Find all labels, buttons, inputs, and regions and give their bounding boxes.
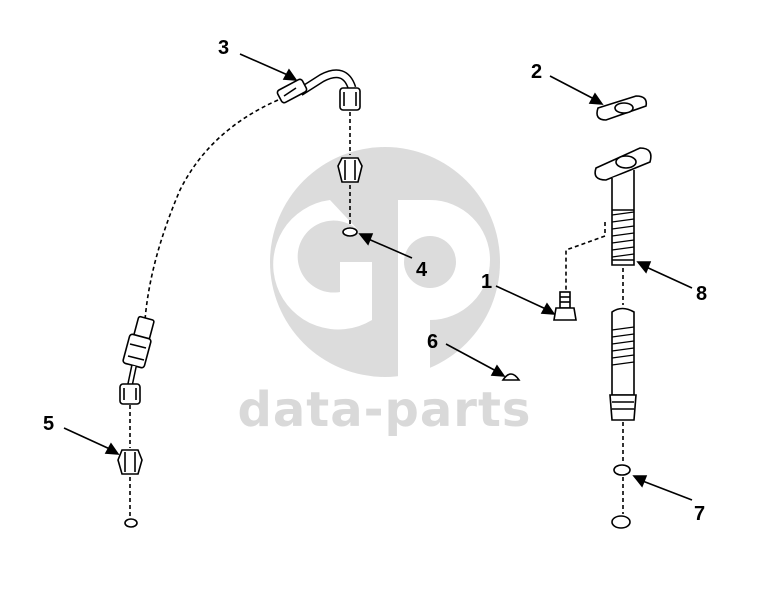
plug bbox=[501, 373, 521, 381]
capscrew bbox=[553, 222, 606, 321]
callout-2: 2 bbox=[531, 61, 542, 83]
callout-4: 4 bbox=[416, 259, 428, 281]
lower-fitting-stack bbox=[117, 405, 143, 528]
gasket bbox=[596, 95, 648, 121]
elbow-fitting-stack bbox=[337, 112, 363, 237]
oil-drain-tube bbox=[594, 147, 652, 529]
watermark-logo bbox=[270, 147, 500, 380]
callout-7: 7 bbox=[694, 503, 705, 525]
callout-8: 8 bbox=[696, 283, 707, 305]
callout-1: 1 bbox=[481, 271, 492, 293]
callout-3: 3 bbox=[218, 37, 229, 59]
leader-arrows bbox=[63, 53, 693, 501]
callout-5: 5 bbox=[43, 413, 54, 435]
callout-labels: 3 2 4 1 6 5 8 7 bbox=[43, 37, 707, 525]
callout-6: 6 bbox=[427, 331, 438, 353]
oil-supply-line bbox=[119, 69, 361, 405]
